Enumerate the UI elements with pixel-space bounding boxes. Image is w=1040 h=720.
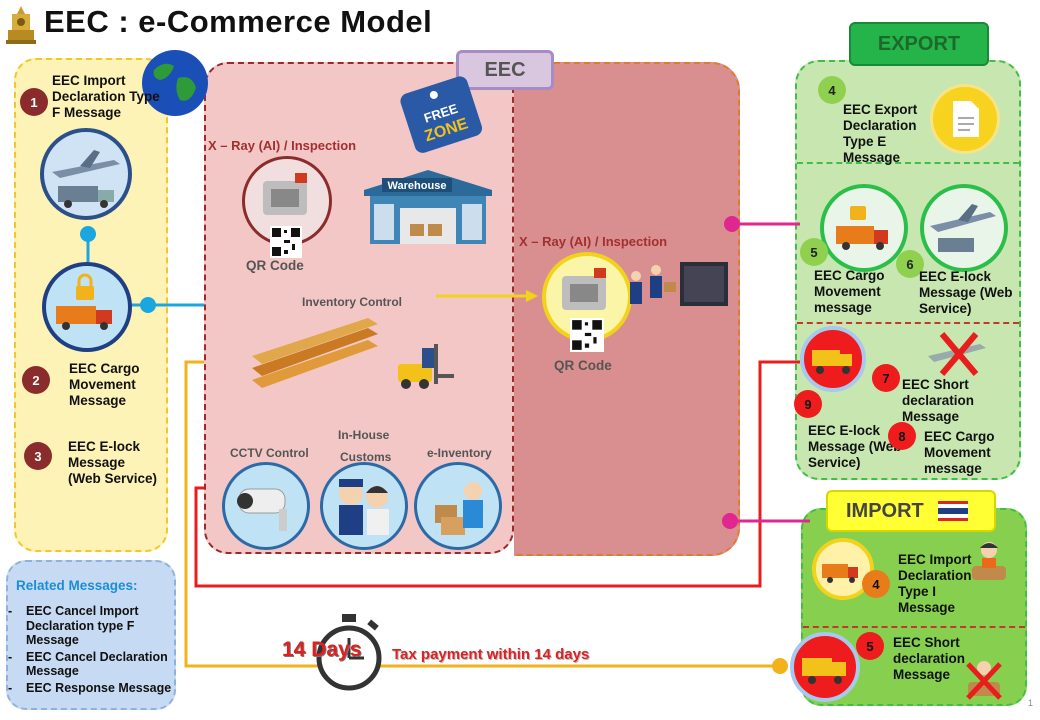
document-icon xyxy=(930,84,1000,154)
related-message-item: EEC Response Message xyxy=(8,681,172,696)
related-messages-title: Related Messages: xyxy=(16,578,138,593)
export-step-6-label: EEC E-lock Message (Web Service) xyxy=(919,269,1013,316)
outer-qr-code-label: QR Code xyxy=(554,358,612,373)
export-step-4-label: EEC Export Declaration Type E Message xyxy=(843,102,918,165)
e-lock-truck-icon xyxy=(42,262,132,352)
related-message-item: EEC Cancel Declaration Message xyxy=(8,650,172,679)
cancelled-airplane-icon xyxy=(924,326,994,382)
import-step-4-label: EEC Import Declaration Type I Message xyxy=(898,552,972,615)
loading-workers-truck-icon xyxy=(630,262,728,306)
export-step-6-badge: 6 xyxy=(896,250,924,278)
export-airplane-cargo-icon xyxy=(920,184,1008,272)
step-1-label: EEC Import Declaration Type F Message xyxy=(52,73,160,120)
step-3-badge: 3 xyxy=(24,442,52,470)
warehouse-label: Warehouse xyxy=(388,180,447,192)
in-house-customs-officers-icon xyxy=(320,462,408,550)
inventory-racks-icon xyxy=(252,318,454,389)
cctv-control-label: CCTV Control xyxy=(230,446,309,460)
page-title: EEC : e-Commerce Model xyxy=(44,4,433,39)
outer-xray-inspection-label: X – Ray (AI) / Inspection xyxy=(519,234,668,249)
cctv-camera-icon xyxy=(222,462,310,550)
step-1-badge: 1 xyxy=(20,88,48,116)
fourteen-days-label: 14 Days xyxy=(282,638,362,661)
export-divider-1 xyxy=(797,162,1019,164)
xray-machine-icon xyxy=(242,156,332,246)
page-number: 1 xyxy=(1028,698,1034,708)
related-message-item: EEC Cancel Import Declaration type F Mes… xyxy=(8,604,172,648)
export-step-5-label: EEC Cargo Movement message xyxy=(814,268,885,315)
stopwatch-icon xyxy=(316,614,382,691)
qr-code-label: QR Code xyxy=(246,258,304,273)
export-step-7-label: EEC Short declaration Message xyxy=(902,377,975,424)
thai-flag-icon xyxy=(937,501,968,521)
export-step-5-badge: 5 xyxy=(800,238,828,266)
step-2-badge: 2 xyxy=(22,366,50,394)
import-step-4-badge: 4 xyxy=(862,570,890,598)
export-step-9-label: EEC E-lock Message (Web Service) xyxy=(808,423,902,470)
import-step-5-label: EEC Short declaration Message xyxy=(893,635,966,682)
export-red-truck-icon xyxy=(800,326,866,392)
inventory-control-label: Inventory Control xyxy=(302,295,403,309)
eec-tab: EEC xyxy=(456,50,554,90)
import-red-truck-icon xyxy=(790,632,860,702)
qr-code-icon xyxy=(270,226,302,258)
tax-payment-label: Tax payment within 14 days xyxy=(392,646,590,663)
xray-inspection-label: X – Ray (AI) / Inspection xyxy=(208,138,357,153)
step-2-label: EEC Cargo Movement Message xyxy=(69,361,140,408)
import-divider xyxy=(803,626,1025,628)
related-messages-list: EEC Cancel Import Declaration type F Mes… xyxy=(8,604,172,697)
import-badge: IMPORT xyxy=(826,490,996,532)
inhouse-label-line2: Customs xyxy=(340,450,392,464)
export-step-4-badge: 4 xyxy=(818,76,846,104)
step-3-label: EEC E-lock Message (Web Service) xyxy=(68,439,158,486)
import-badge-label: IMPORT xyxy=(846,499,924,522)
globe-icon xyxy=(142,50,208,116)
export-divider-2 xyxy=(797,322,1019,324)
import-officer-icon xyxy=(972,542,1006,580)
thai-customs-emblem-icon xyxy=(6,6,36,44)
inhouse-label-line1: In-House xyxy=(338,428,390,442)
export-step-9-badge: 9 xyxy=(794,390,822,418)
import-step-5-badge: 5 xyxy=(856,632,884,660)
cancelled-officer-icon xyxy=(966,661,1002,700)
airplane-cargo-icon xyxy=(40,128,132,220)
e-inventory-label: e-Inventory xyxy=(427,446,492,460)
export-step-7-badge: 7 xyxy=(872,364,900,392)
warehouse-icon: Warehouse xyxy=(364,170,492,244)
export-cargo-truck-icon xyxy=(820,184,908,272)
export-step-8-label: EEC Cargo Movement message xyxy=(924,429,995,476)
export-badge: EXPORT xyxy=(849,22,989,66)
export-step-8-badge: 8 xyxy=(888,422,916,450)
e-inventory-worker-icon xyxy=(414,462,502,550)
free-zone-tag-icon: FREE ZONE xyxy=(400,76,483,153)
outer-qr-code-icon xyxy=(570,318,604,352)
